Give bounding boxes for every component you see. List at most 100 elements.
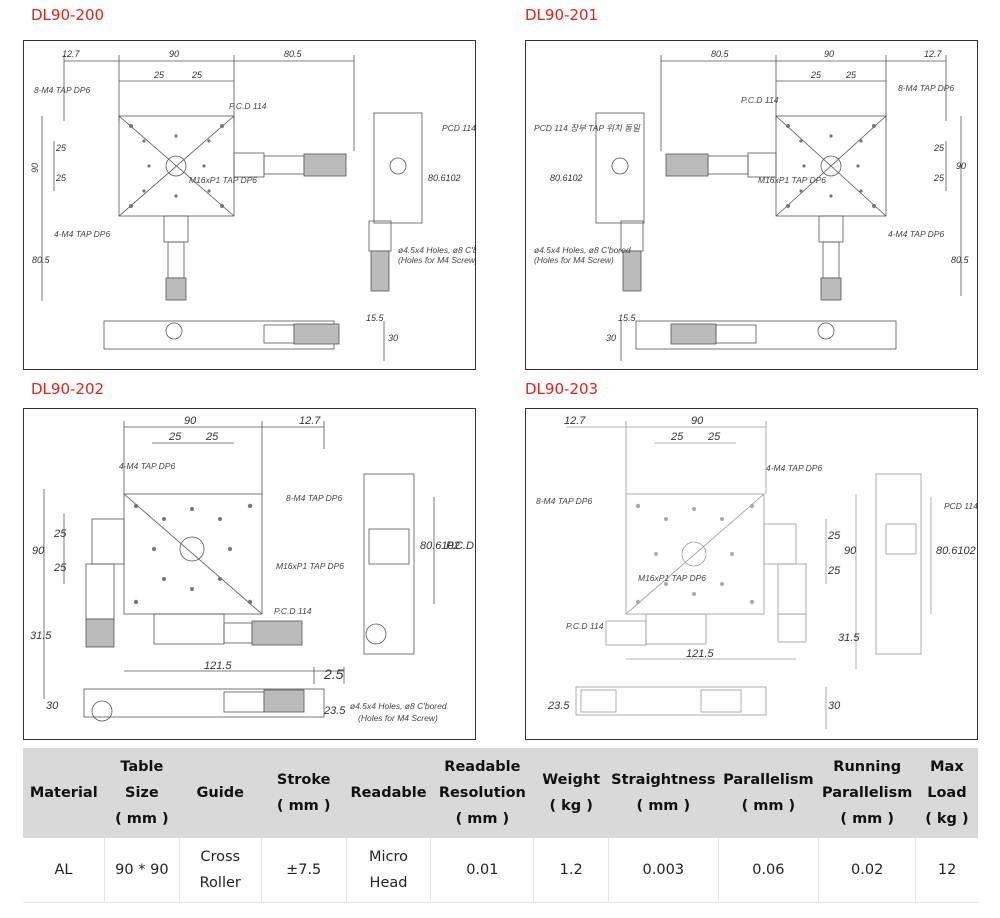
- drawing-dl90-203: 12.7 90 25 25 25 25 90 31.5 121.5 80.610…: [525, 408, 978, 740]
- note-label: 4-M4 TAP DP6: [119, 461, 175, 471]
- note-label: 8-M4 TAP DP6: [286, 493, 342, 503]
- drawing-dl90-201: 80.5 90 12.7 25 25 25 25 90 80.5 80.6102…: [525, 40, 978, 370]
- dim-label: 25: [205, 431, 219, 443]
- dim-label: 90: [691, 415, 704, 427]
- dim-label: 25: [845, 70, 857, 80]
- note-label: PCD 114 장부 TAP 위치 동일: [944, 501, 977, 511]
- dim-label: P.C.D 114: [446, 540, 475, 552]
- dim-label: 25: [670, 431, 684, 443]
- dim-label: 80.6102: [936, 545, 976, 557]
- cell-parallelism: 0.06: [718, 838, 820, 903]
- cell-readable-resolution: 0.01: [430, 838, 535, 903]
- dim-label: 25: [810, 70, 822, 80]
- dim-label: 90: [824, 49, 834, 59]
- dim-label: 15.5: [366, 313, 385, 323]
- note-label: (Holes for M4 Screw): [358, 713, 438, 723]
- header-parallelism: Parallelism( mm ): [718, 748, 819, 838]
- dim-label: 121.5: [204, 660, 232, 672]
- drawing-title-dl90-200: DL90-200: [31, 6, 105, 24]
- dim-label: 25: [933, 143, 945, 153]
- dim-label: 25: [53, 562, 67, 574]
- dim-label: 15.5: [618, 313, 637, 323]
- header-straightness: Straightness( mm ): [608, 748, 719, 838]
- dim-label: 12.7: [924, 49, 943, 59]
- dim-label: 30: [606, 333, 616, 343]
- dim-label: 80.6102: [428, 173, 461, 183]
- header-stroke: Stroke( mm ): [261, 748, 347, 838]
- note-label: M16xP1 TAP DP6: [638, 573, 706, 583]
- note-label: ø4.5x4 Holes, ø8 C'bored: [350, 701, 447, 711]
- note-label: P.C.D 114: [566, 621, 604, 631]
- note-label: M16xP1 TAP DP6: [758, 175, 826, 185]
- note-label: P.C.D 114: [229, 101, 267, 111]
- dim-label: 80.6102: [420, 540, 460, 552]
- dim-label: 23.5: [547, 700, 570, 712]
- note-label: ø4.5x4 Holes, ø8 C'bored: [534, 245, 631, 255]
- technical-drawing-dl90-201: 80.5 90 12.7 25 25 25 25 90 80.5 80.6102…: [534, 49, 970, 361]
- cell-stroke: ±7.5: [261, 838, 347, 903]
- note-label: PCD 114 장부 TAP 위치 동일: [534, 123, 641, 133]
- dim-label: 80.5: [711, 49, 730, 59]
- header-material: Material: [23, 748, 105, 838]
- dim-label: 25: [707, 431, 721, 443]
- note-label: ø4.5x4 Holes, ø8 C'bored: [398, 245, 475, 255]
- note-label: M16xP1 TAP DP6: [276, 561, 344, 571]
- dim-label: 25: [827, 530, 841, 542]
- technical-drawing-dl90-202: 90 12.7 25 25 90 25 25 31.5 121.5 2.5 30…: [30, 415, 475, 723]
- cell-max-load: 12: [915, 838, 978, 903]
- drawing-dl90-200: 12.7 90 80.5 25 25 90 25 25 80.5 15.5 30…: [23, 40, 476, 370]
- header-weight: Weight( kg ): [533, 748, 609, 838]
- technical-drawing-dl90-200: 12.7 90 80.5 25 25 90 25 25 80.5 15.5 30…: [30, 49, 475, 361]
- dim-label: 30: [46, 700, 59, 712]
- drawing-dl90-202: 90 12.7 25 25 90 25 25 31.5 121.5 2.5 30…: [23, 408, 476, 740]
- cell-straightness: 0.003: [608, 838, 719, 903]
- header-readable: Readable: [346, 748, 431, 838]
- dim-label: 90: [956, 161, 966, 171]
- note-label: 8-M4 TAP DP6: [34, 85, 90, 95]
- dim-label: 30: [388, 333, 398, 343]
- note-label: (Holes for M4 Screw): [398, 255, 475, 265]
- drawing-title-dl90-203: DL90-203: [525, 380, 599, 398]
- cell-running-parallelism: 0.02: [818, 838, 917, 903]
- dim-label: 25: [168, 431, 182, 443]
- dim-label: 90: [184, 415, 197, 427]
- header-guide: Guide: [179, 748, 262, 838]
- dim-label: 90: [30, 163, 40, 173]
- dim-label: 25: [153, 70, 165, 80]
- dim-label: 30: [828, 700, 841, 712]
- dim-label: 25: [827, 565, 841, 577]
- technical-drawing-dl90-203: 12.7 90 25 25 25 25 90 31.5 121.5 80.610…: [536, 415, 977, 729]
- dim-label: 80.5: [951, 255, 970, 265]
- drawing-title-dl90-201: DL90-201: [525, 6, 599, 24]
- note-label: (Holes for M4 Screw): [534, 255, 614, 265]
- dim-label: 25: [55, 143, 67, 153]
- drawing-title-dl90-202: DL90-202: [31, 380, 105, 398]
- dim-label: 25: [933, 173, 945, 183]
- dim-label: 12.7: [564, 415, 586, 427]
- dim-label: 25: [55, 173, 67, 183]
- note-label: 4-M4 TAP DP6: [888, 229, 944, 239]
- dim-label: 90: [169, 49, 179, 59]
- dim-label: 12.7: [299, 415, 321, 427]
- cell-weight: 1.2: [533, 838, 609, 903]
- dim-label: 90: [844, 545, 857, 557]
- dim-label: 12.7: [62, 49, 81, 59]
- note-label: M16xP1 TAP DP6: [189, 175, 257, 185]
- dim-label: 25: [191, 70, 203, 80]
- dim-label: 31.5: [30, 630, 52, 642]
- note-label: 4-M4 TAP DP6: [766, 463, 822, 473]
- note-label: PCD 114 장부 TAP 위치 동일: [442, 123, 475, 133]
- cell-table-size: 90 * 90: [104, 838, 180, 903]
- dim-label: 31.5: [838, 632, 860, 644]
- cell-material: AL: [23, 838, 105, 903]
- note-label: P.C.D 114: [741, 95, 779, 105]
